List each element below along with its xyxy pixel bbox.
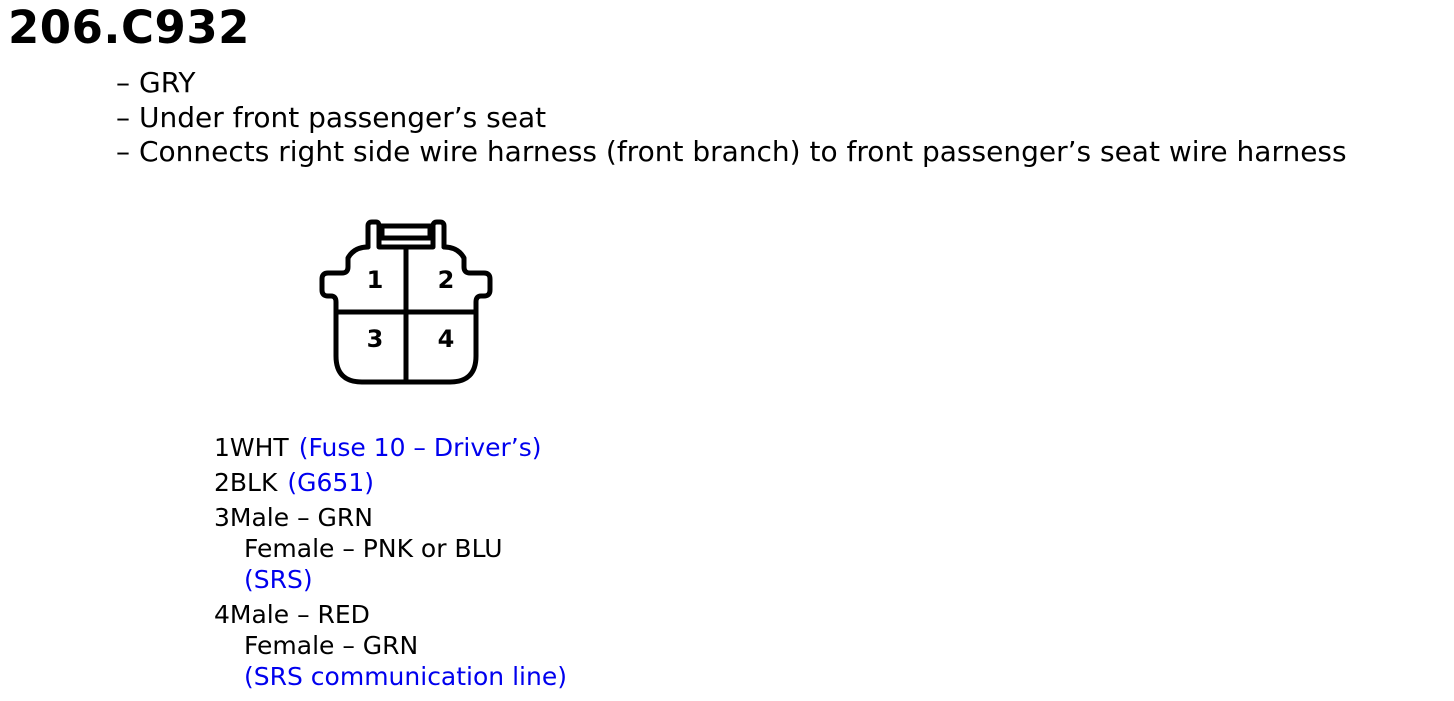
pin-2-entry: 2BLK (G651) bbox=[214, 467, 567, 498]
connector-description-list: –GRY –Under front passenger’s seat –Conn… bbox=[116, 66, 1347, 170]
pin-3-entry: 3Male – GRN Female – PNK or BLU (SRS) bbox=[214, 502, 567, 595]
pin-2-number: 2 bbox=[214, 468, 230, 497]
description-color: –GRY bbox=[116, 66, 1347, 101]
pin-4-line: 4Male – RED bbox=[214, 599, 567, 630]
bullet-dash: – bbox=[116, 66, 130, 99]
description-connection-text: Connects right side wire harness (front … bbox=[139, 135, 1347, 168]
pin-3-line: 3Male – GRN bbox=[214, 502, 567, 533]
connector-title: 206.C932 bbox=[8, 1, 250, 54]
bullet-dash: – bbox=[116, 135, 130, 168]
pin-3-number: 3 bbox=[214, 503, 230, 532]
connector-face-diagram: 1 2 3 4 bbox=[319, 219, 493, 385]
pin-3-male-wire: Male – GRN bbox=[229, 503, 373, 532]
pin-1-label: 1 bbox=[367, 266, 384, 294]
pin-3-female-wire: Female – PNK or BLU bbox=[244, 534, 503, 563]
description-location-text: Under front passenger’s seat bbox=[139, 100, 547, 134]
pin-4-entry: 4Male – RED Female – GRN (SRS communicat… bbox=[214, 599, 567, 692]
pin-4-note: (SRS communication line) bbox=[244, 662, 567, 691]
pin-1-wire-color: WHT bbox=[229, 433, 289, 462]
pin-1-entry: 1WHT (Fuse 10 – Driver’s) bbox=[214, 432, 567, 463]
pin-4-male-wire: Male – RED bbox=[229, 600, 370, 629]
description-location: –Under front passenger’s seat bbox=[116, 101, 1347, 136]
pin-1-line: 1WHT (Fuse 10 – Driver’s) bbox=[214, 432, 567, 463]
description-connection: –Connects right side wire harness (front… bbox=[116, 135, 1347, 170]
pin-2-label: 2 bbox=[438, 266, 455, 294]
pin-1-number: 1 bbox=[214, 433, 230, 462]
description-color-text: GRY bbox=[139, 66, 196, 99]
pin-4-female-wire: Female – GRN bbox=[244, 631, 419, 660]
pin-3-note: (SRS) bbox=[244, 565, 313, 594]
connector-housing bbox=[319, 219, 493, 385]
pin-4-number: 4 bbox=[214, 600, 230, 629]
pin-1-note: (Fuse 10 – Driver’s) bbox=[298, 433, 542, 462]
pin-2-note: (G651) bbox=[287, 468, 374, 497]
pin-2-wire-color: BLK bbox=[229, 468, 278, 497]
pin-4-label: 4 bbox=[438, 325, 455, 353]
pin-2-line: 2BLK (G651) bbox=[214, 467, 567, 498]
pin-assignment-list: 1WHT(Fuse 10 – Driver’s) 2BLK(G651) 3Mal… bbox=[214, 432, 567, 696]
pin-3-label: 3 bbox=[367, 325, 384, 353]
bullet-dash: – bbox=[116, 100, 130, 134]
